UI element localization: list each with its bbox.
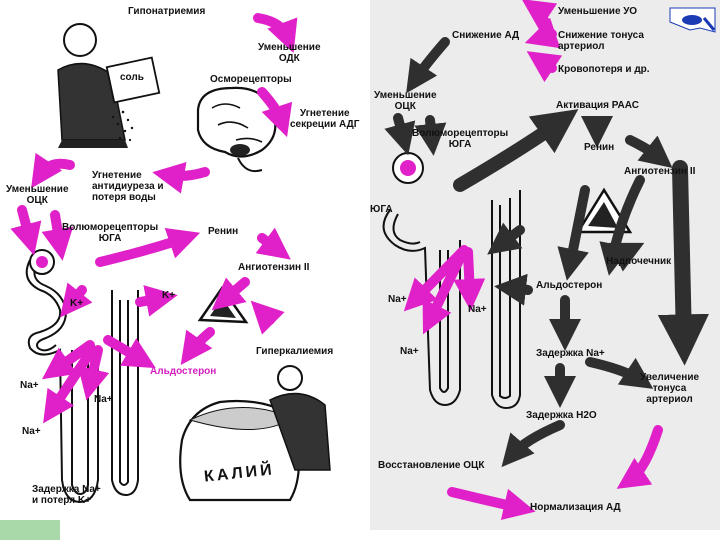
- label-retention: Задержка Na+ и потеря K+: [32, 484, 101, 506]
- label-right-na3: Na+: [400, 346, 419, 357]
- label-na-retention: Задержка Na+: [536, 348, 605, 359]
- corner-block: [0, 520, 60, 540]
- label-ad-norm: Нормализация АД: [530, 502, 621, 513]
- label-na1: Na+: [20, 380, 39, 391]
- label-na3: Na+: [22, 426, 41, 437]
- label-arteriole-tone: Снижение тонуса артериол: [558, 30, 644, 52]
- label-antidiuresis: Угнетение антидиуреза и потеря воды: [92, 170, 164, 203]
- label-hyperkalemia: Гиперкалиемия: [256, 346, 334, 357]
- label-decrease-osm: Уменьшение ОДК: [258, 42, 321, 64]
- label-decrease-uo: Уменьшение УО: [558, 6, 638, 17]
- label-k2: K+: [162, 290, 176, 301]
- label-right-na1: Na+: [388, 294, 407, 305]
- label-na2: Na+: [94, 394, 113, 405]
- label-ock-restore: Восстановление ОЦК: [378, 460, 485, 471]
- right-kidney-nephron-icon: [382, 152, 521, 410]
- label-right-angiotensin: Ангиотензин II: [624, 166, 696, 177]
- label-blood-loss: Кровопотеря и др.: [558, 64, 650, 75]
- label-water-retention: Задержка H2O: [526, 410, 597, 421]
- label-renin: Ренин: [208, 226, 239, 237]
- right-magenta-arrows: [403, 0, 663, 521]
- label-increase-tone: Увеличение тонуса артериол: [640, 372, 700, 405]
- label-hyponatremia: Гипонатриемия: [128, 6, 206, 17]
- label-k1: K+: [70, 298, 84, 309]
- label-angiotensin: Ангиотензин II: [238, 262, 310, 273]
- left-arrows: [10, 13, 298, 424]
- label-raas: Активация РААС: [556, 100, 639, 111]
- right-dark-arrows: [384, 37, 709, 468]
- cow-flag-icon: [669, 7, 716, 33]
- label-aldosterone: Альдостерон: [150, 366, 217, 377]
- label-adrenal: Надпочечник: [606, 256, 672, 267]
- label-decrease-ock: Уменьшение ОЦК: [6, 184, 69, 206]
- label-right-decrease-ock: Уменьшение ОЦК: [374, 90, 437, 112]
- salt-shaker-icon: [105, 56, 161, 142]
- label-yuga: ЮГА: [370, 204, 393, 215]
- label-volumoreceptors: Волюморецепторы ЮГА: [62, 222, 159, 244]
- label-adh-suppression: Угнетение секреции АДГ: [290, 108, 360, 130]
- potassium-sack-icon: [179, 365, 331, 502]
- label-salt: соль: [120, 72, 144, 83]
- label-right-na2: Na+: [468, 304, 487, 315]
- label-decrease-ad: Снижение АД: [452, 30, 520, 41]
- label-right-aldosterone: Альдостерон: [536, 280, 603, 291]
- right-adrenal-gland-icon: [575, 187, 633, 234]
- label-right-volumoreceptors: Волюморецепторы ЮГА: [412, 128, 509, 150]
- brain-icon: [196, 86, 277, 173]
- label-osmoreceptors: Осморецепторы: [210, 74, 292, 85]
- label-right-renin: Ренин: [584, 142, 615, 153]
